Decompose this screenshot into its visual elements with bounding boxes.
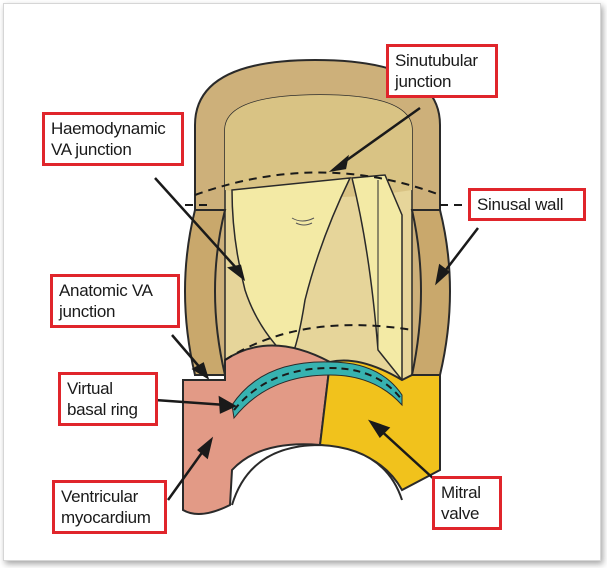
label-sinusal-wall: Sinusal wall bbox=[468, 188, 586, 221]
